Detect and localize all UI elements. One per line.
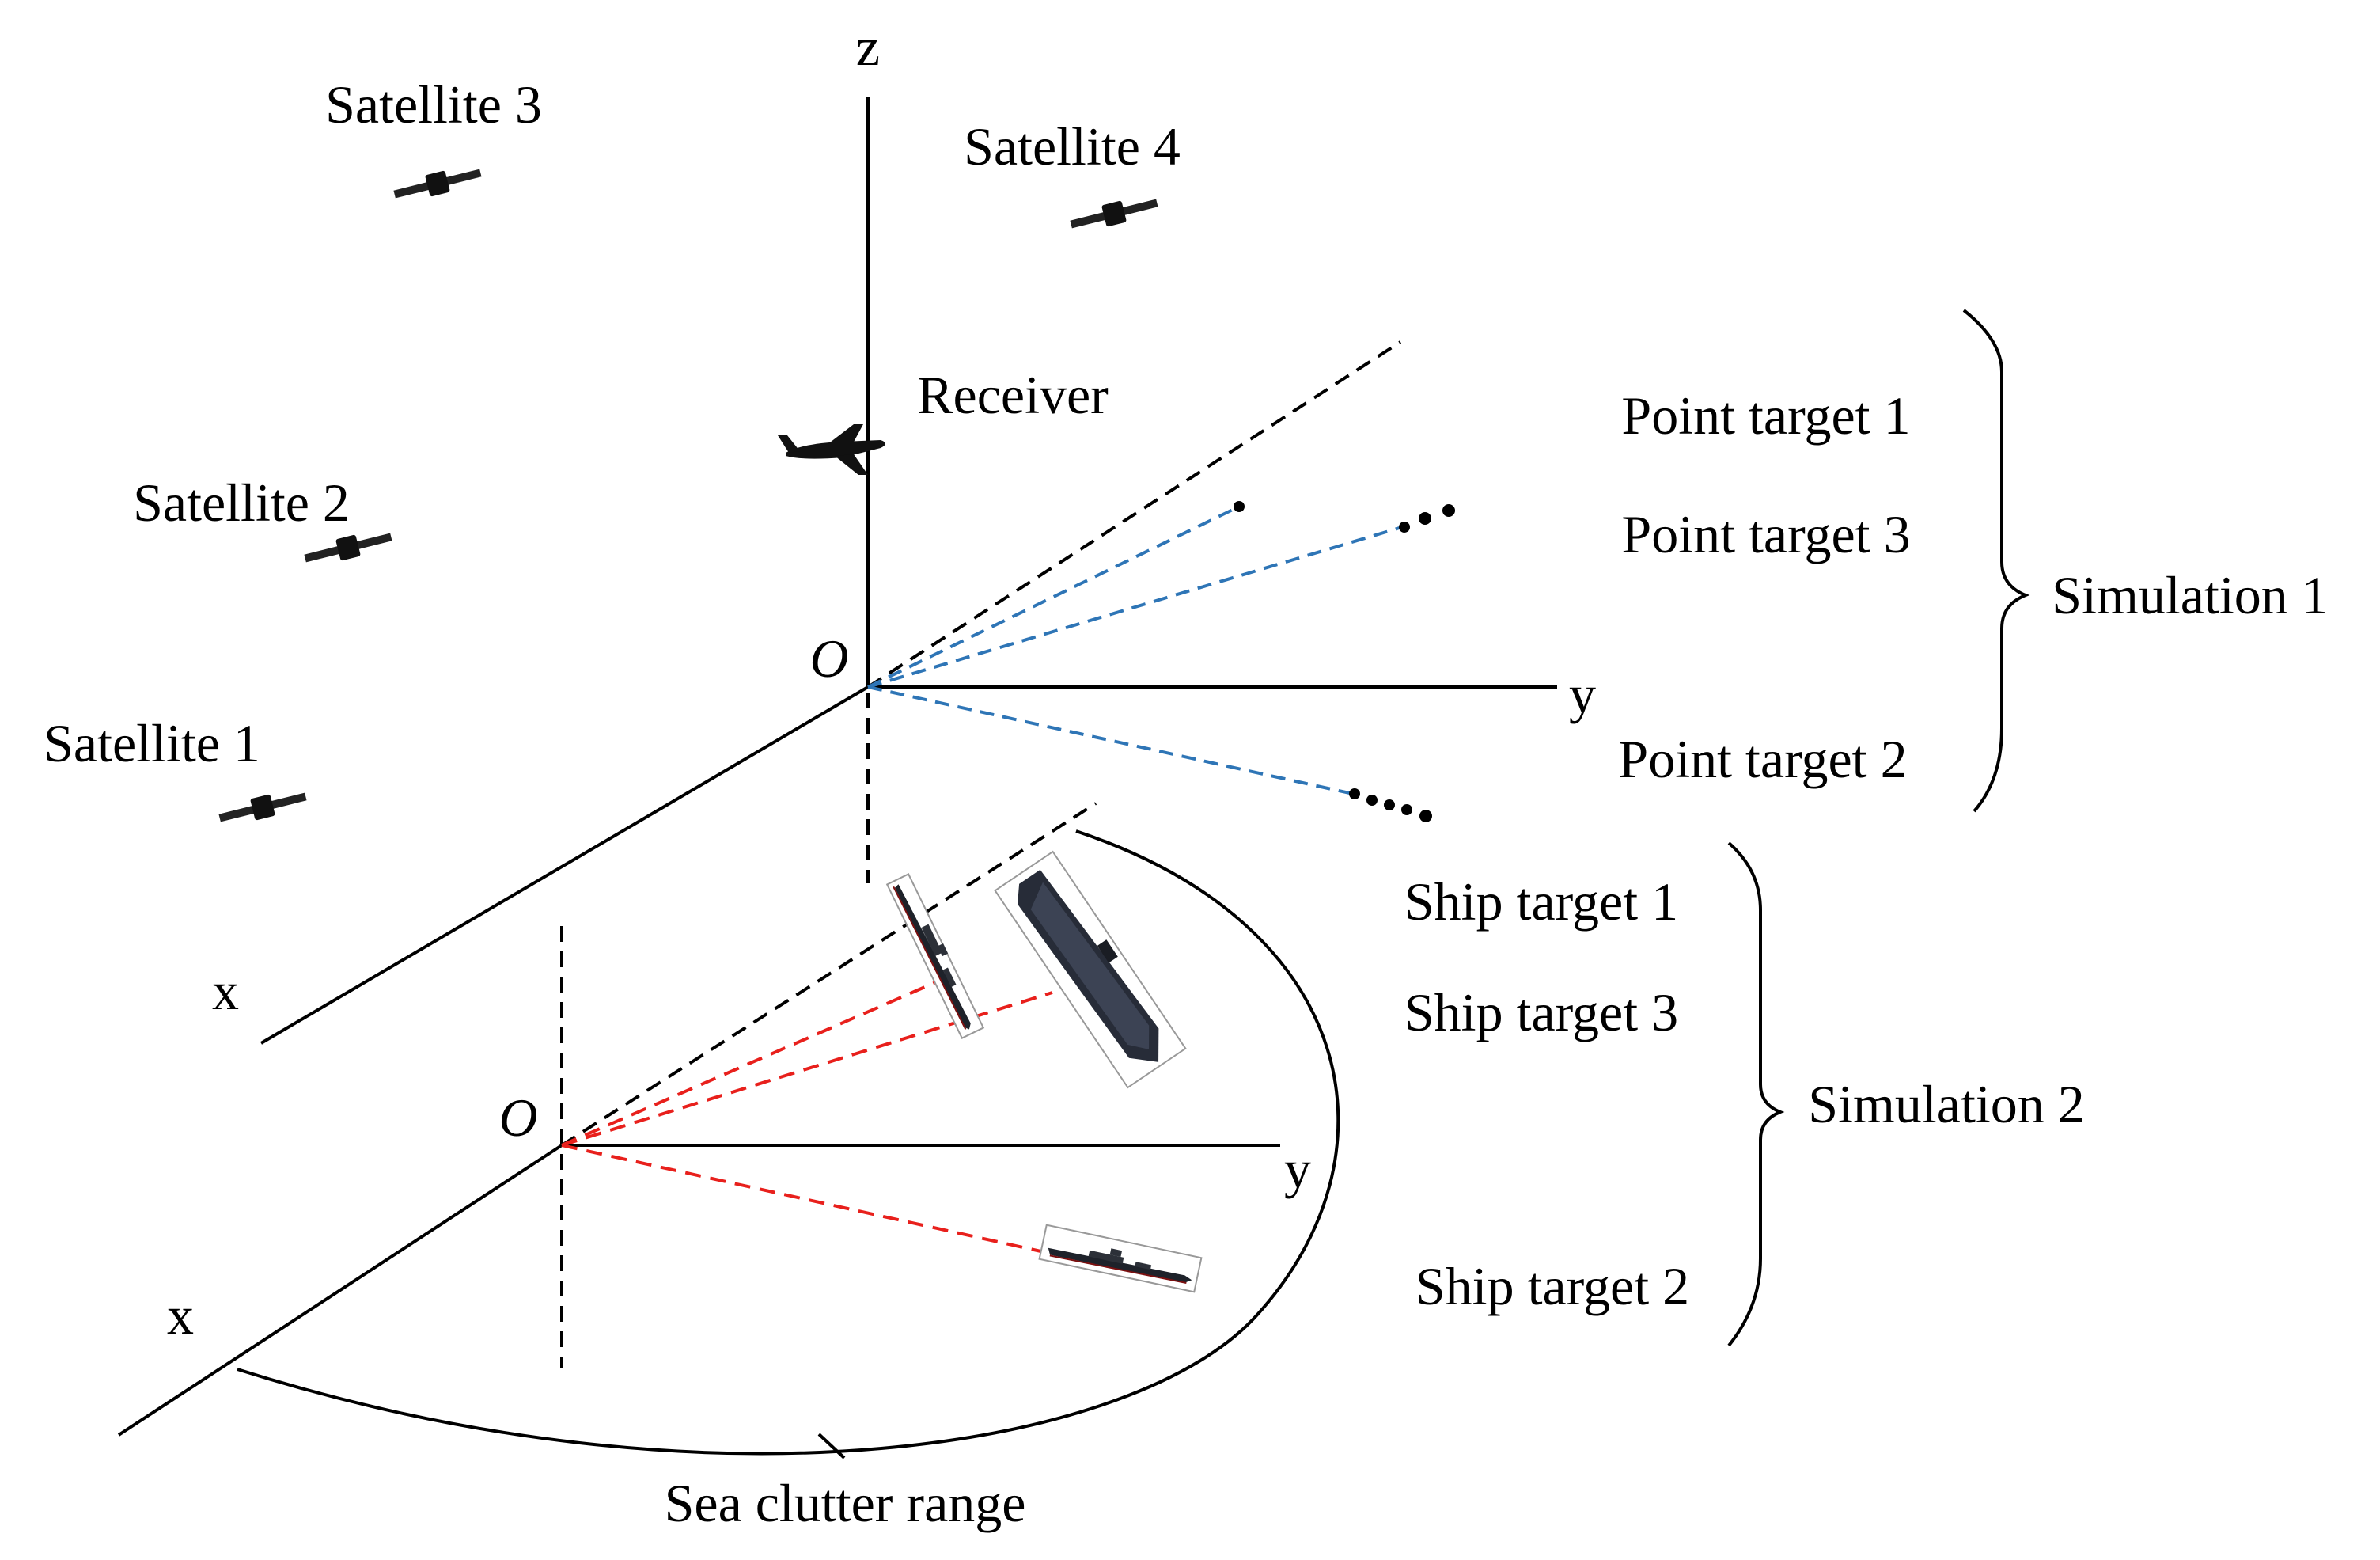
lower-y-axis-label: y — [1284, 1139, 1311, 1199]
sea-clutter-boundary — [237, 829, 1340, 1456]
receiver-airplane-icon — [778, 424, 885, 475]
satellite-4-label: Satellite 4 — [964, 116, 1181, 176]
ship-target-3-label: Ship target 3 — [1404, 982, 1678, 1042]
simulation-2-brace — [1727, 841, 1785, 1347]
ship-target-1-icon — [885, 873, 985, 1039]
z-axis-label: z — [856, 17, 880, 77]
line-to-point-target-2 — [867, 685, 1354, 795]
satellite-4-icon — [1070, 199, 1158, 229]
satellite-1-icon — [218, 792, 307, 822]
upper-origin-label: O — [809, 628, 848, 689]
upper-x-axis-line — [260, 685, 870, 1045]
line-to-point-target-3 — [867, 526, 1403, 689]
satellite-1-label: Satellite 1 — [44, 713, 260, 773]
line-to-ship-target-3 — [561, 991, 1053, 1147]
lower-x-axis-line — [117, 1144, 563, 1437]
sea-clutter-range-label: Sea clutter range — [665, 1473, 1026, 1533]
line-to-point-target-1 — [867, 507, 1237, 689]
satellite-2-icon — [304, 533, 392, 563]
upper-y-axis-label: y — [1569, 664, 1596, 724]
simulation-1-label: Simulation 1 — [2052, 565, 2328, 625]
line-to-ship-target-1 — [561, 980, 938, 1147]
lower-x-axis-label: x — [167, 1285, 194, 1346]
point-target-1-dots — [1234, 501, 1245, 512]
line-to-ship-target-2 — [561, 1144, 1045, 1254]
point-target-3-label: Point target 3 — [1621, 504, 1910, 564]
satellite-2-label: Satellite 2 — [133, 473, 350, 533]
lower-origin-label: O — [498, 1087, 537, 1148]
simulation-2-label: Simulation 2 — [1808, 1074, 2084, 1134]
ship-target-2-icon — [1038, 1224, 1203, 1293]
point-target-1-label: Point target 1 — [1621, 385, 1910, 446]
satellite-3-label: Satellite 3 — [325, 74, 542, 135]
ship-target-1-label: Ship target 1 — [1404, 871, 1678, 932]
simulation-1-brace — [1962, 309, 2030, 813]
satellite-3-icon — [393, 169, 482, 199]
upper-x-axis-label: x — [212, 961, 239, 1021]
upper-dashed-diagonal-axis — [866, 340, 1402, 689]
ship-target-2-label: Ship target 2 — [1415, 1256, 1689, 1316]
receiver-label: Receiver — [917, 365, 1109, 425]
ship-target-3-icon — [994, 850, 1187, 1089]
lower-dashed-diagonal-axis — [560, 802, 1097, 1147]
sea-clutter-pointer — [817, 1433, 846, 1459]
point-target-2-label: Point target 2 — [1618, 729, 1907, 789]
point-target-2-dots — [1349, 788, 1432, 822]
point-target-3-dots — [1399, 504, 1455, 533]
